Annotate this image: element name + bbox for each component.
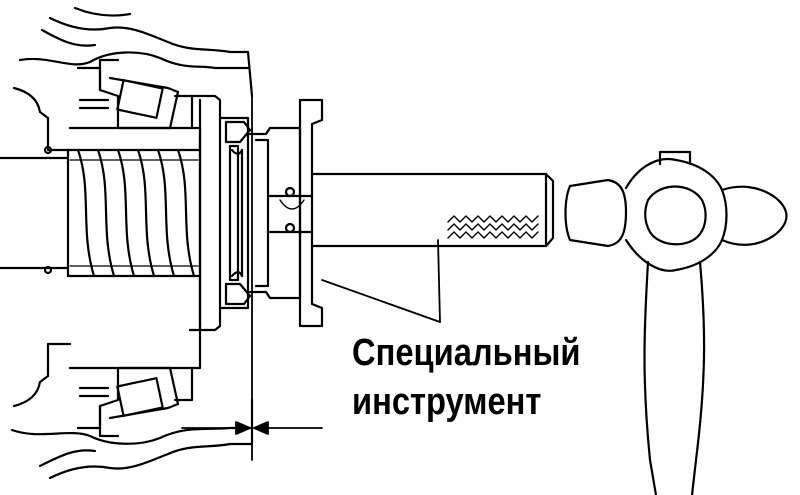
knurl-pattern [447, 215, 539, 239]
upper-bearing [68, 66, 202, 152]
drive-shaft [0, 148, 202, 278]
hammer [564, 150, 788, 495]
special-tool [248, 98, 555, 328]
housing [10, 6, 254, 480]
leader-lines [321, 239, 441, 323]
special-tool-label-line1: Специальный [352, 332, 581, 374]
oil-seal [224, 120, 252, 306]
dimension-marker [181, 95, 323, 461]
lower-bearing [68, 274, 202, 430]
hub-flange [188, 94, 250, 332]
special-tool-label-line2: инструмент [352, 381, 542, 423]
